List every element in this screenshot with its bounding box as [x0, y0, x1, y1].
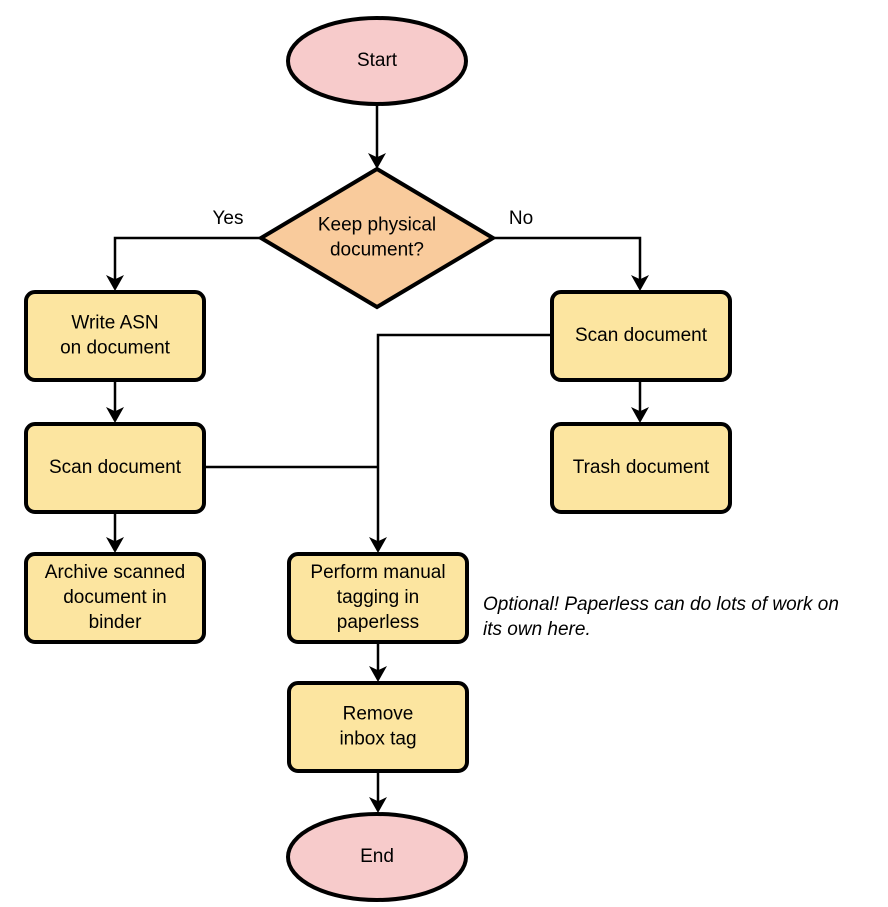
node-label-scan-right: Scan document [575, 325, 708, 346]
edges-layer: Yes No [106, 104, 649, 814]
node-shape-rect [550, 290, 732, 382]
edge-label-decision-yes: Yes [213, 208, 244, 229]
node-shape-rect [550, 422, 732, 514]
node-start[interactable]: Start [286, 16, 468, 106]
edge-decision-yes: Yes [106, 208, 261, 292]
node-shape-rect [287, 681, 469, 773]
edge-decision-no: No [493, 208, 649, 292]
edge-label-decision-no: No [509, 208, 533, 229]
node-shape-rect [287, 552, 469, 644]
node-trash[interactable]: Trash document [550, 422, 732, 514]
edge-path [106, 236, 261, 292]
edge-path [493, 236, 649, 292]
node-shape-diamond [257, 166, 497, 310]
node-end[interactable]: End [286, 812, 468, 902]
node-scan-right[interactable]: Scan document [550, 290, 732, 382]
node-label-start: Start [357, 50, 398, 71]
node-shape-rect [24, 552, 206, 644]
annotation-optional-note: Optional! Paperless can do lots of work … [483, 594, 839, 640]
edge-path [369, 333, 552, 554]
node-label-trash: Trash document [573, 457, 710, 478]
node-label-scan-left: Scan document [49, 457, 182, 478]
edge-scan-right-to-tagging [369, 333, 552, 554]
node-shape-rect [24, 290, 206, 382]
node-shape-ellipse [286, 812, 468, 902]
node-label-end: End [360, 846, 394, 867]
node-scan-left[interactable]: Scan document [24, 422, 206, 514]
node-shape-ellipse [286, 16, 468, 106]
node-shape-rect [24, 422, 206, 514]
annotations-layer: Optional! Paperless can do lots of work … [483, 594, 839, 640]
